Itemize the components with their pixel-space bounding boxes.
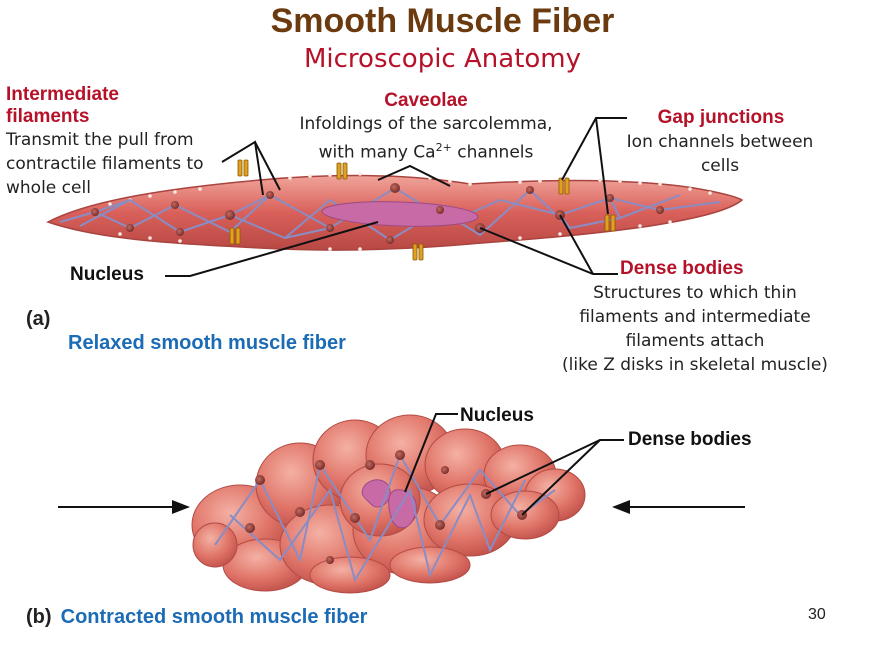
desc-dense-bodies-line3: filaments attach (625, 331, 765, 351)
label-nucleus-a: Nucleus (70, 264, 144, 285)
desc-gap-junctions-line1: Ion channels between (626, 132, 814, 152)
panel-b-caption: Contracted smooth muscle fiber (60, 606, 368, 628)
desc-intermediate-filaments-line3: whole cell (6, 178, 91, 198)
label-caveolae: Caveolae (384, 90, 468, 111)
page-number: 30 (808, 606, 826, 623)
label-gap-junctions: Gap junctions (657, 107, 785, 128)
desc-caveolae-line2: with many Ca2+ channels (266, 136, 586, 165)
slide-subtitle: Microscopic Anatomy (303, 44, 582, 74)
label-intermediate-filaments: Intermediate filaments (6, 84, 119, 128)
label-dense-bodies: Dense bodies (620, 258, 744, 279)
label-dense-bodies-b: Dense bodies (628, 429, 752, 450)
desc-dense-bodies-line4: (like Z disks in skeletal muscle) (562, 355, 828, 375)
panel-a-caption: Relaxed smooth muscle fiber (68, 332, 346, 354)
label-intermediate-filaments-line2: filaments (6, 106, 90, 127)
panel-b-caption-row: (b) Contracted smooth muscle fiber (26, 606, 367, 629)
desc-intermediate-filaments-line2: contractile filaments to (6, 154, 204, 174)
compression-arrow-right (612, 500, 745, 514)
leader-lines-b (404, 413, 624, 516)
desc-dense-bodies-line1: Structures to which thin (593, 283, 797, 303)
contracted-filament-lattice (214, 452, 556, 583)
desc-caveolae-prefix: with many Ca (318, 142, 436, 163)
gap-junction-markers (229, 159, 616, 261)
desc-caveolae-sup: 2+ (435, 141, 452, 154)
desc-caveolae: Infoldings of the sarcolemma, with many … (266, 112, 586, 165)
desc-gap-junctions-line2: cells (700, 156, 740, 176)
slide-title: Smooth Muscle Fiber (270, 2, 615, 40)
desc-caveolae-suffix: channels (451, 142, 534, 163)
desc-caveolae-line1: Infoldings of the sarcolemma, (299, 114, 553, 134)
label-nucleus-b: Nucleus (460, 405, 534, 426)
panel-a-letter: (a) (26, 308, 51, 330)
relaxed-dense-bodies (91, 183, 664, 244)
label-intermediate-filaments-line1: Intermediate (6, 84, 119, 105)
desc-dense-bodies-line2: filaments and intermediate (579, 307, 811, 327)
leader-lines-a (165, 117, 627, 277)
contracted-fiber (191, 414, 586, 594)
desc-gap-junctions: Ion channels between cells (600, 130, 840, 178)
panel-b-letter: (b) (26, 606, 52, 628)
desc-intermediate-filaments: Transmit the pull from contractile filam… (6, 128, 204, 200)
desc-intermediate-filaments-line1: Transmit the pull from (6, 130, 194, 150)
desc-dense-bodies: Structures to which thin filaments and i… (530, 281, 860, 377)
compression-arrow-left (58, 500, 190, 514)
